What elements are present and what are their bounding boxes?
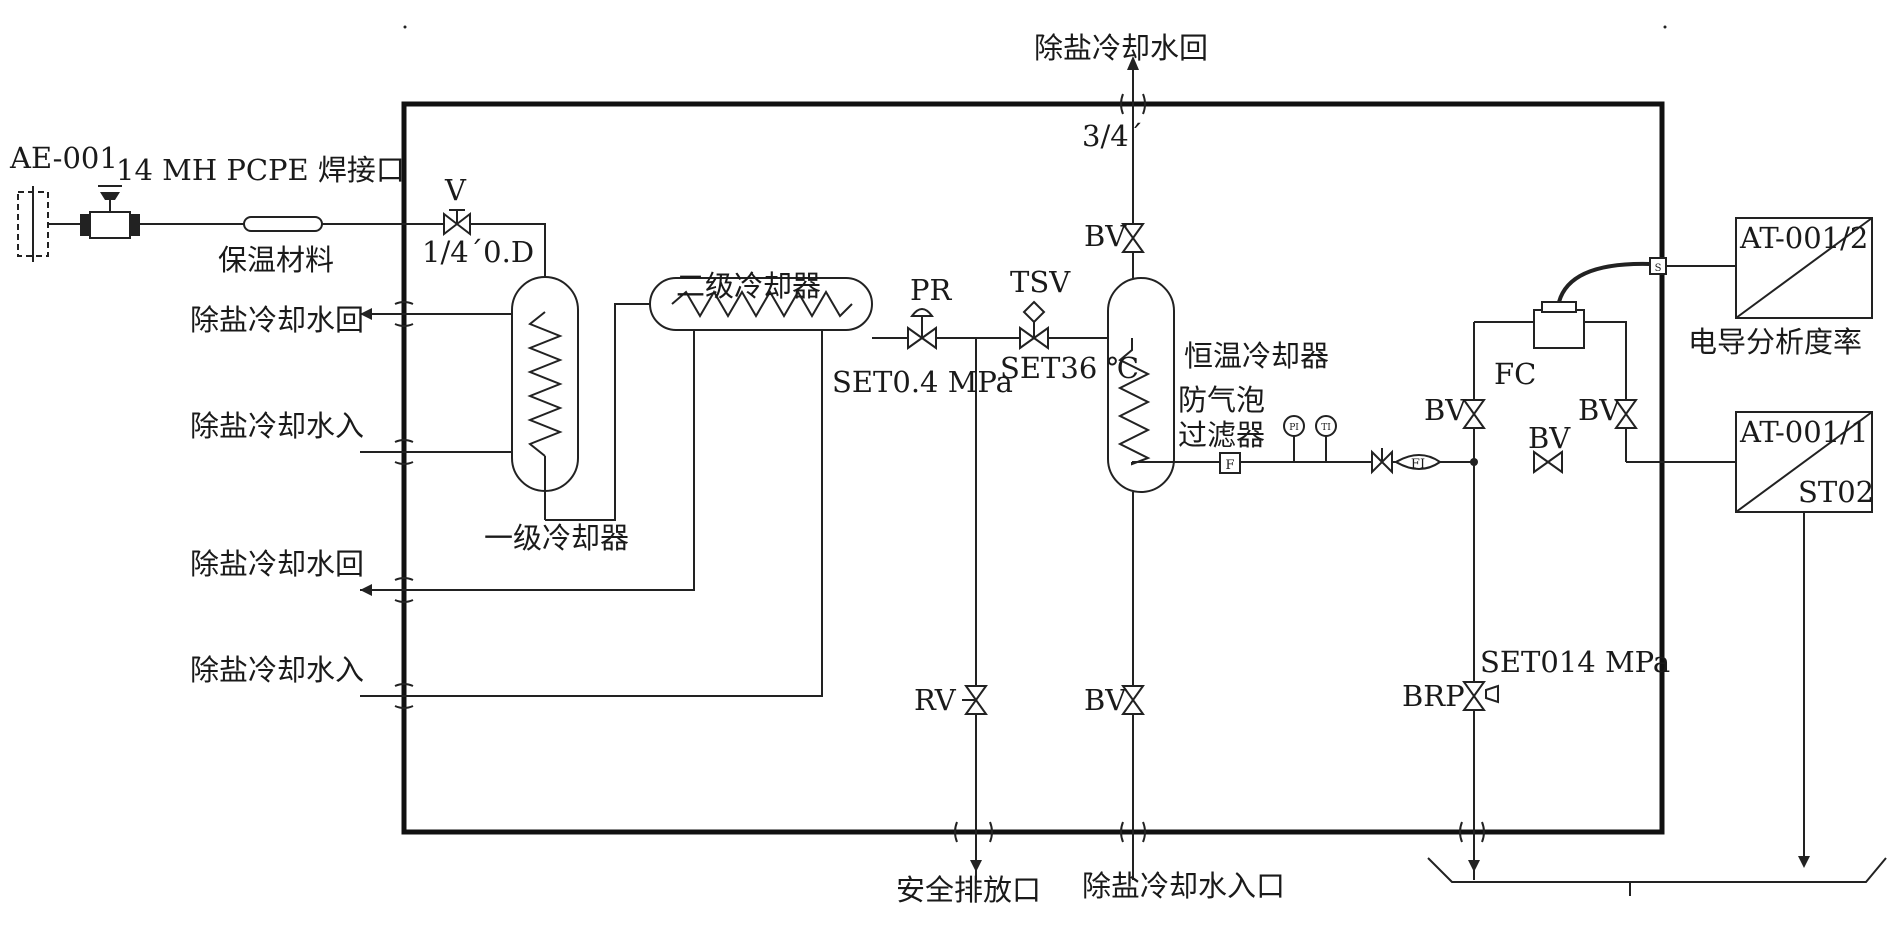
relief-valve-rv	[962, 685, 988, 715]
penetration-left-4	[394, 683, 414, 709]
label-bv-left: BV	[1424, 393, 1467, 427]
flow-indicator: FI	[1394, 454, 1442, 472]
fc-loop-right	[1584, 321, 1627, 462]
label-left-inlet-2: 除盐冷却水入	[190, 653, 364, 687]
label-pr: PR	[910, 273, 953, 307]
label-ae001: AE-001	[9, 141, 118, 175]
flow-cell-cap	[1541, 301, 1577, 313]
needle-valve	[1371, 448, 1393, 475]
pressure-gauge	[1283, 415, 1305, 437]
secondary-cooler-coil	[671, 290, 853, 318]
penetration-left-1	[394, 301, 414, 327]
label-set-brp: SET014 MPa	[1480, 645, 1670, 679]
sample-port-tag: S	[1655, 263, 1662, 274]
cw-return-2-arrow	[360, 584, 372, 596]
secondary-cooler	[649, 277, 873, 331]
primary-to-secondary-line	[545, 303, 650, 521]
temperature-gauge-tag: TI	[1321, 423, 1331, 433]
bv-top-valve	[1121, 223, 1145, 253]
flow-cell-fc	[1533, 309, 1585, 349]
label-anti-bubble-1: 防气泡	[1178, 383, 1265, 417]
label-bv-bottom: BV	[1084, 683, 1127, 717]
label-set-tsv: SET36 ℃	[1000, 351, 1139, 385]
label-left-return-2: 除盐冷却水回	[190, 547, 364, 581]
penetration-left-3	[394, 577, 414, 603]
label-bv-top: BV	[1084, 219, 1127, 253]
back-pressure-regulator-brp	[1462, 681, 1499, 711]
bv-bottom-valve	[1121, 685, 1145, 715]
drain-trough	[1427, 857, 1887, 883]
bv-mid-valve	[1533, 450, 1563, 474]
primary-cooler-coil	[527, 311, 563, 457]
label-pipe-size-top: 3/4´	[1082, 119, 1143, 153]
cw-return-1-arrow	[360, 308, 372, 320]
label-safety-drain: 安全排放口	[896, 873, 1041, 907]
constant-temp-cooler	[1107, 277, 1175, 493]
label-brp: BRP	[1402, 679, 1465, 713]
label-left-inlet-1: 除盐冷却水入	[190, 409, 364, 443]
label-bv-right: BV	[1578, 393, 1621, 427]
label-conductivity: 电导分析度率	[1688, 325, 1862, 359]
label-rv: RV	[914, 683, 957, 717]
analyzer-signal-cable	[1557, 261, 1651, 303]
tsv-valve	[1019, 300, 1049, 350]
penetration-top	[1120, 93, 1146, 115]
bv-right-valve	[1614, 399, 1638, 429]
cw-return-top-arrow	[1127, 56, 1139, 70]
label-primary-cooler: 一级冷却器	[484, 521, 629, 555]
label-valve-v: V	[444, 173, 467, 207]
label-fc: FC	[1494, 357, 1536, 391]
label-bv-mid: BV	[1528, 421, 1571, 455]
penetration-bottom-drain	[954, 821, 993, 843]
cw-inlet-2-line	[360, 330, 823, 697]
analyzer-at0012-diagonal	[1735, 217, 1873, 319]
penetration-left-2	[394, 439, 414, 465]
label-water-inlet: 除盐冷却水入口	[1082, 869, 1285, 903]
label-anti-bubble-2: 过滤器	[1178, 418, 1265, 452]
label-secondary-cooler: 二级冷却器	[676, 269, 821, 303]
label-st02: ST02	[1798, 475, 1874, 509]
anti-bubble-filter	[1219, 452, 1241, 474]
label-at0012: AT-001/2	[1739, 221, 1868, 255]
label-const-temp-cooler: 恒温冷却器	[1184, 339, 1329, 373]
bv-left-valve	[1462, 399, 1486, 429]
filter-tag: F	[1225, 458, 1234, 473]
label-tsv: TSV	[1010, 265, 1071, 299]
weld-valve	[80, 185, 140, 239]
pressure-reducer-pr	[907, 308, 937, 350]
corner-mark	[403, 25, 407, 29]
corner-mark	[1663, 25, 1667, 29]
analyzer-drain-arrow	[1798, 856, 1810, 868]
drain-arrow	[1468, 860, 1480, 872]
constant-temp-cooler-coil	[1117, 338, 1151, 466]
label-left-return-1: 除盐冷却水回	[190, 303, 364, 337]
label-insulation: 保温材料	[218, 243, 334, 277]
label-water-return-top: 除盐冷却水回	[1034, 31, 1208, 65]
penetration-bottom-right	[1459, 821, 1485, 843]
safety-drain-arrow	[970, 860, 982, 872]
enclosure-box	[401, 101, 1665, 835]
cw-return-2-line	[360, 330, 695, 591]
insulation-segment	[243, 216, 323, 232]
temperature-gauge	[1315, 415, 1337, 437]
flow-indicator-tag: FI	[1411, 457, 1425, 472]
label-set-pr: SET0.4 MPa	[832, 365, 1013, 399]
valve-v	[443, 209, 471, 237]
label-weld-port: 14 MH PCPE 焊接口	[116, 153, 405, 187]
analyzer-at0011-diagonal	[1735, 411, 1873, 513]
pressure-gauge-tag: PI	[1289, 423, 1299, 433]
label-at0011: AT-001/1	[1739, 415, 1868, 449]
penetration-bottom-inlet	[1120, 821, 1146, 843]
label-tube-size: 1/4´0.D	[422, 235, 534, 269]
